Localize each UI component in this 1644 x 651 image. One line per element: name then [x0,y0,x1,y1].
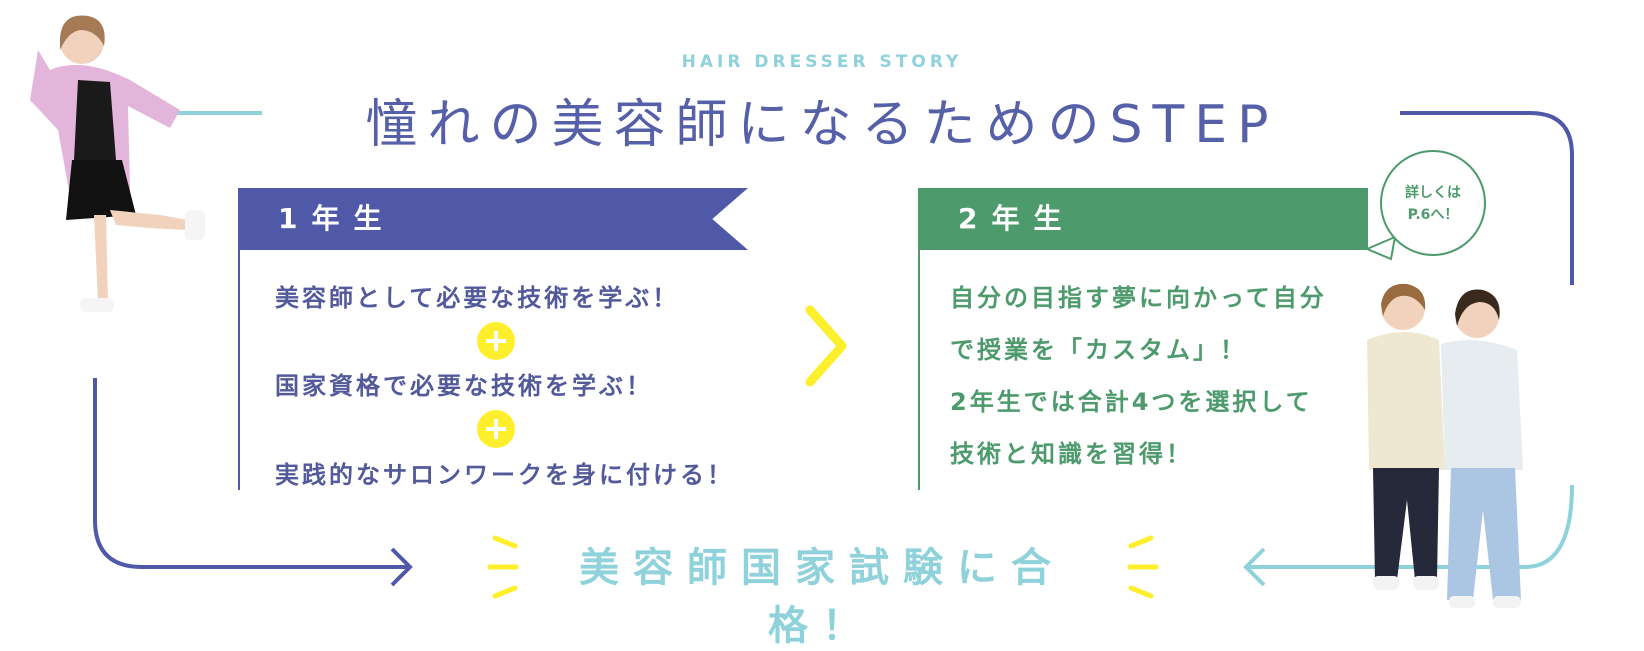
subtitle: HAIR DRESSER STORY [681,52,963,72]
year2-banner: 2年生 [918,188,1368,250]
year1-banner: 1年生 [238,188,748,250]
left-arrowhead [390,547,413,587]
year1-label: 1年生 [278,202,396,235]
goal-text: 美容師国家試験に合格！ [579,545,1065,649]
details-bubble[interactable]: 詳しくは P.6へ！ [1380,150,1486,256]
year1-item: 実践的なサロンワークを身に付ける！ [275,461,734,489]
right-bottom-curve [1248,484,1574,569]
bubble-line1: 詳しくは [1405,185,1461,201]
right-top-curve [1400,111,1574,285]
right-arrowhead [1243,547,1266,587]
chevron-right-icon [805,305,847,387]
year2-line: 技術と知識を習得！ [950,440,1193,468]
plus-icon [477,410,515,448]
bubble-line2: P.6へ！ [1407,207,1459,223]
plus-icon [477,322,515,360]
burst-right-icon [1127,535,1159,599]
year2-line: 自分の目指す夢に向かって自分 [950,284,1327,312]
year2-border [918,250,920,490]
bubble-tail [1365,235,1397,261]
year1-border [238,250,240,490]
students-photo-right [1367,283,1523,608]
year2-line: 2年生では合計4つを選択して [950,388,1313,416]
burst-left-icon [487,535,519,599]
year2-label: 2年生 [958,202,1076,235]
year2-line: で授業を「カスタム」！ [950,336,1247,364]
page-title: 憧れの美容師になるためのSTEP [365,95,1279,155]
left-bottom-curve [93,378,408,569]
year1-item: 美容師として必要な技術を学ぶ！ [275,284,680,312]
student-photo-left [30,15,205,312]
year1-item: 国家資格で必要な技術を学ぶ！ [275,372,653,400]
